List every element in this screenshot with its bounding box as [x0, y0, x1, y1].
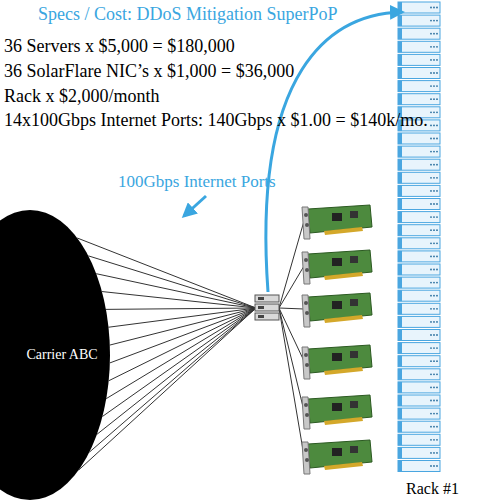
server-unit: [398, 330, 440, 341]
server-unit: [398, 303, 440, 314]
server-rack: [398, 2, 440, 472]
server-unit: [398, 212, 440, 223]
server-unit: [398, 316, 440, 327]
nic-link: [279, 308, 304, 456]
nic-card: [302, 440, 372, 474]
switch-icon: [255, 295, 279, 320]
server-unit: [398, 15, 440, 26]
title: Specs / Cost: DDoS Mitigation SuperPoP: [38, 4, 338, 25]
pointer-arrow: [184, 196, 206, 216]
server-unit: [398, 382, 440, 393]
server-unit: [398, 133, 440, 144]
carrier-cloud: Carrier ABC: [0, 210, 125, 500]
port-caption: 100Gbps Internet Ports: [118, 172, 276, 192]
server-unit: [398, 199, 440, 210]
server-unit: [398, 185, 440, 196]
server-unit: [398, 343, 440, 354]
nic-link: [279, 308, 304, 411]
server-unit: [398, 238, 440, 249]
port-line: [106, 308, 256, 309]
port-line: [109, 308, 256, 381]
cost-line: 36 SolarFlare NIC’s x $1,000 = $36,000: [4, 61, 294, 82]
nic-card: [302, 205, 372, 239]
cost-line: 14x100Gbps Internet Ports: 140Gbps x $1.…: [4, 110, 428, 131]
server-unit: [398, 172, 440, 183]
curved-arrow: [266, 12, 402, 292]
port-line: [88, 256, 256, 308]
port-line: [97, 308, 256, 434]
server-unit: [398, 225, 440, 236]
server-unit: [398, 68, 440, 79]
server-unit: [398, 264, 440, 275]
port-line: [102, 292, 256, 308]
server-unit: [398, 277, 440, 288]
nic-links: [279, 221, 304, 456]
port-line: [102, 308, 256, 416]
server-unit: [398, 41, 440, 52]
port-line: [77, 238, 256, 308]
server-unit: [398, 421, 440, 432]
cost-line: 36 Servers x $5,000 = $180,000: [4, 36, 235, 57]
server-unit: [398, 251, 440, 262]
server-unit: [398, 434, 440, 445]
server-unit: [398, 2, 440, 13]
server-unit: [398, 146, 440, 157]
server-unit: [398, 356, 440, 367]
server-unit: [398, 408, 440, 419]
nic-link: [279, 221, 304, 308]
nic-link: [279, 308, 304, 309]
nic-link: [279, 266, 304, 308]
nic-card: [302, 250, 372, 284]
server-unit: [398, 461, 440, 472]
nic-card: [302, 395, 372, 429]
nic-card: [302, 345, 372, 379]
nic-card: [302, 293, 372, 327]
nic-link: [279, 308, 304, 361]
server-unit: [398, 290, 440, 301]
server-unit: [398, 28, 440, 39]
port-line: [110, 308, 256, 363]
server-unit: [398, 369, 440, 380]
server-unit: [398, 395, 440, 406]
port-line: [96, 274, 256, 308]
cost-line: Rack x $2,000/month: [4, 86, 160, 107]
server-unit: [398, 54, 440, 65]
server-unit: [398, 81, 440, 92]
server-unit: [398, 447, 440, 458]
rack-label: Rack #1: [406, 480, 459, 498]
port-line: [106, 308, 256, 399]
nic-cards: [302, 205, 372, 474]
port-line: [89, 308, 256, 452]
port-line: [109, 308, 256, 327]
carrier-name: Carrier ABC: [26, 347, 97, 363]
server-unit: [398, 94, 440, 105]
server-unit: [398, 159, 440, 170]
